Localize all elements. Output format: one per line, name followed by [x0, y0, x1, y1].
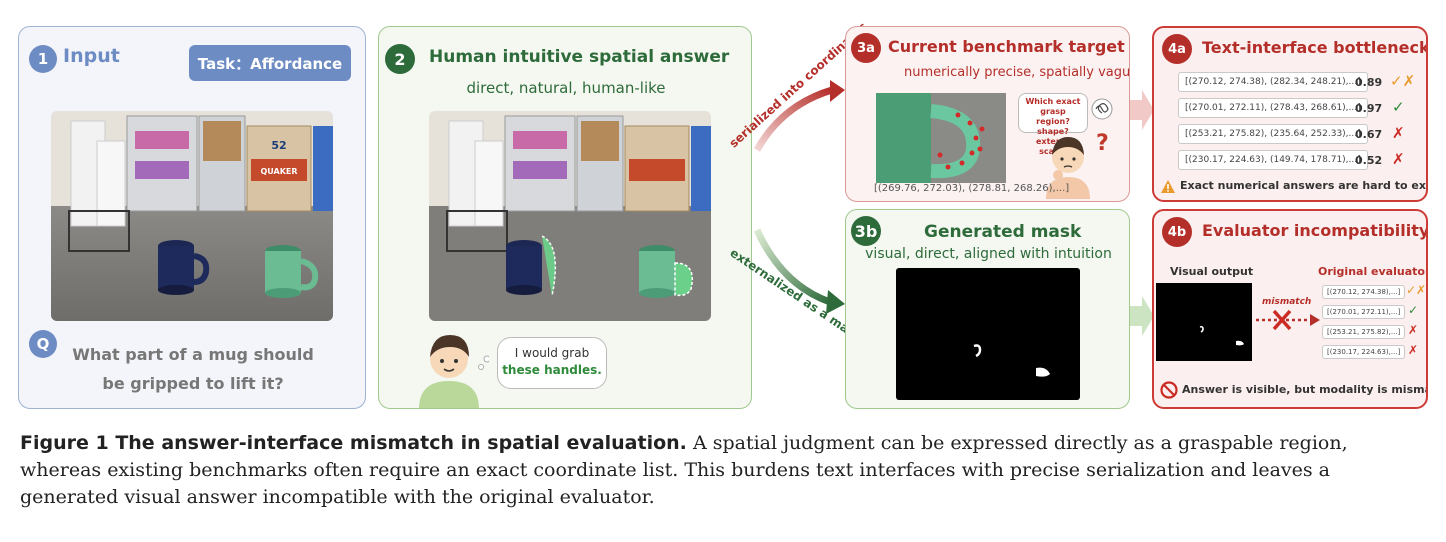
step-2-badge: 2 — [385, 44, 415, 74]
generated-mask-title: Generated mask — [924, 222, 1082, 242]
cross-icon: ✗ — [1392, 150, 1405, 168]
text-bottleneck-panel: 4a Text-interface bottleneck [(270.12, 2… — [1152, 26, 1428, 202]
benchmark-target-subtitle: numerically precise, spatially vague — [904, 65, 1130, 80]
bottleneck-row-4-coords: [(230.17, 224.63), (149.74, 178.71),...] — [1178, 150, 1368, 170]
check-icon: ✓ — [1408, 303, 1419, 317]
bubble-line-2: these handles. — [502, 363, 602, 377]
annotated-scene — [429, 111, 711, 321]
partial-check-icon: ✓✗ — [1406, 283, 1427, 297]
arrow-3b-4b — [1130, 296, 1154, 336]
step-1-badge: 1 — [29, 45, 57, 73]
benchmark-target-title: Current benchmark target — [888, 37, 1125, 56]
mismatch-label: mismatch — [1262, 297, 1312, 307]
task-badge: Task：Affordance — [189, 45, 351, 81]
mask-image — [896, 268, 1080, 400]
externalize-arrow — [753, 228, 832, 306]
cross-icon: ✗ — [1408, 343, 1419, 357]
figure-caption: Figure 1 The answer-interface mismatch i… — [20, 430, 1430, 511]
input-photo: 52 QUAKER — [51, 111, 333, 321]
visual-output-mask — [1156, 283, 1252, 361]
question-line-2: be gripped to lift it? — [102, 374, 284, 393]
box-brand: QUAKER — [260, 167, 297, 176]
caption-lead: Figure 1 The answer-interface mismatch i… — [20, 432, 687, 454]
step-4a-badge: 4a — [1162, 34, 1192, 64]
benchmark-thought-bubble: Which exact grasp region? shape? extent?… — [1018, 93, 1088, 156]
evaluator-row-2-coords: [(270.01, 272.11),...] — [1322, 305, 1406, 319]
generated-mask-panel: 3b Generated mask visual, direct, aligne… — [845, 209, 1130, 409]
flow-arrows — [753, 80, 845, 314]
human-answer-subtitle: direct, natural, human-like — [466, 79, 666, 97]
mismatch-arrow — [1256, 309, 1320, 331]
question-mark: ? — [1096, 131, 1109, 156]
prohibited-icon — [1160, 381, 1178, 399]
step-3a-badge: 3a — [851, 33, 881, 63]
step-4b-badge: 4b — [1162, 217, 1192, 247]
confused-person-avatar — [1046, 137, 1090, 199]
bottleneck-row-3-coords: [(253.21, 275.82), (235.64, 252.33),...] — [1178, 124, 1368, 144]
bottleneck-row-1-score: 0.89 — [1355, 76, 1383, 89]
human-answer-title: Human intuitive spatial answer — [429, 47, 730, 67]
cross-icon: ✗ — [1408, 323, 1419, 337]
check-icon: ✓ — [1392, 98, 1405, 116]
cross-icon: ✗ — [1392, 124, 1405, 142]
scene-illustration: 52 QUAKER — [51, 111, 333, 321]
input-title: Input — [63, 45, 120, 67]
mug-closeup — [876, 93, 1006, 183]
question-badge: Q — [29, 330, 57, 358]
caption-body: A spatial judgment can be expressed dire… — [20, 432, 1348, 508]
evaluator-title: Evaluator incompatibility — [1202, 221, 1428, 240]
bottleneck-row-4-score: 0.52 — [1355, 154, 1383, 167]
bottleneck-row-3-score: 0.67 — [1355, 128, 1383, 141]
input-panel: 1 Input Task：Affordance 52 QUAK — [18, 26, 366, 409]
bottleneck-row-1-coords: [(270.12, 274.38), (282.34, 248.21),...] — [1178, 72, 1368, 92]
human-avatar — [419, 335, 489, 408]
benchmark-target-panel: 3a Current benchmark target numerically … — [845, 26, 1130, 202]
evaluator-row-3-coords: [(253.21, 275.82),...] — [1322, 325, 1406, 339]
original-evaluator-label: Original evaluator — [1318, 265, 1428, 278]
confusion-scribble-icon — [1091, 98, 1113, 120]
bubble-line-1: I would grab — [514, 346, 590, 360]
box-number: 52 — [271, 139, 286, 152]
externalize-arrowhead — [826, 290, 845, 314]
warning-text: Exact numerical answers are hard to expr… — [1180, 179, 1426, 192]
bottleneck-row-2-score: 0.97 — [1355, 102, 1383, 115]
arrow-3a-4a — [1130, 90, 1154, 130]
evaluator-row-4-coords: [(230.17, 224.63),...] — [1322, 345, 1406, 359]
evaluator-footer: Answer is visible, but modality is misma… — [1182, 383, 1428, 396]
partial-check-icon: ✓✗ — [1390, 72, 1416, 90]
visual-output-label: Visual output — [1170, 265, 1254, 278]
bottleneck-row-2-coords: [(270.01, 272.11), (278.43, 268.61),...] — [1178, 98, 1368, 118]
human-answer-panel: 2 Human intuitive spatial answer direct,… — [378, 26, 752, 409]
benchmark-coords: [(269.76, 272.03), (278.81, 268.26),...] — [874, 183, 1070, 194]
annotated-photo — [429, 111, 711, 321]
generated-mask-subtitle: visual, direct, aligned with intuition — [865, 246, 1112, 262]
serialize-arrow — [753, 86, 834, 152]
serialize-arrowhead — [830, 80, 845, 102]
step-3b-badge: 3b — [851, 216, 881, 246]
thought-bubble: I would grab these handles. — [497, 337, 607, 389]
text-bottleneck-title: Text-interface bottleneck — [1202, 38, 1428, 57]
warning-icon — [1161, 180, 1175, 193]
evaluator-row-1-coords: [(270.12, 274.38),...] — [1322, 285, 1406, 299]
question-line-1: What part of a mug should — [72, 345, 314, 364]
evaluator-panel: 4b Evaluator incompatibility Visual outp… — [1152, 209, 1428, 409]
